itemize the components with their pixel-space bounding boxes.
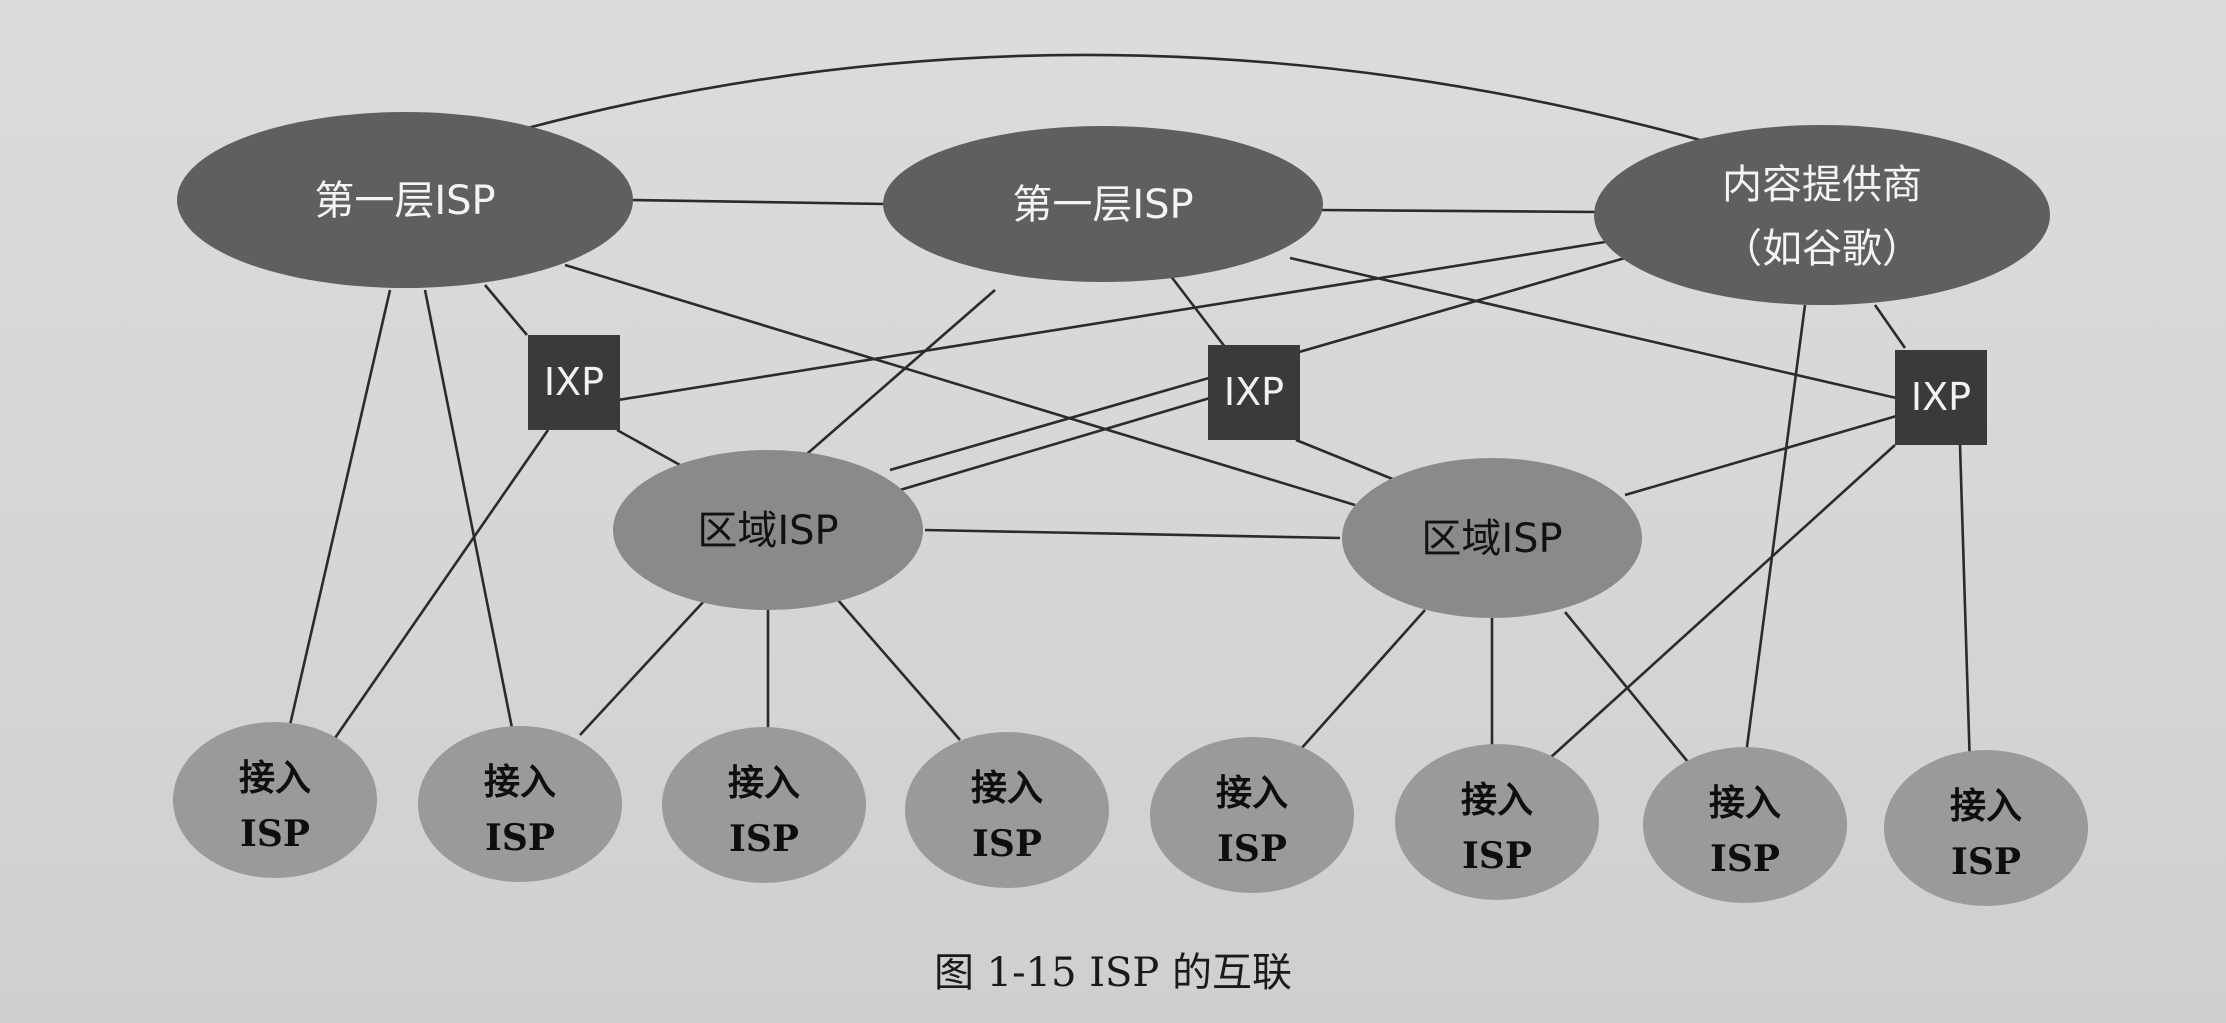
access-isp-3-line2: ISP bbox=[729, 818, 799, 860]
access-isp-6-line1: 接入 bbox=[1461, 779, 1533, 821]
access-isp-8: 接入 ISP bbox=[1884, 750, 2088, 906]
link-tier1-left-regional-right bbox=[564, 263, 1356, 507]
link-regional-left-access-4 bbox=[837, 599, 961, 741]
access-isp-4-line1: 接入 bbox=[971, 767, 1043, 809]
link-content-access-7 bbox=[1743, 304, 1807, 763]
link-tier1-left-tier1-center bbox=[629, 198, 886, 206]
ixp-1-label: IXP bbox=[544, 360, 604, 404]
content-provider: 内容提供商 （如谷歌） bbox=[1594, 125, 2050, 305]
links bbox=[288, 53, 1972, 769]
ixp-3-label: IXP bbox=[1911, 375, 1971, 419]
tier1-isp-center-label: 第一层ISP bbox=[1012, 182, 1193, 228]
ixp-2-label: IXP bbox=[1224, 370, 1284, 414]
link-tier1-left-ixp1 bbox=[484, 284, 528, 336]
access-isp-7-line1: 接入 bbox=[1709, 782, 1781, 824]
link-ixp3-regional-right bbox=[1624, 413, 1901, 497]
tier1-isp-center: 第一层ISP bbox=[883, 126, 1323, 282]
regional-isp-left-label: 区域ISP bbox=[697, 508, 838, 554]
access-isp-5-line2: ISP bbox=[1217, 828, 1287, 870]
link-tier1-center-ixp3 bbox=[1289, 256, 1906, 402]
link-ixp2-regional-left bbox=[899, 396, 1211, 492]
tier1-isp-left: 第一层ISP bbox=[177, 112, 633, 288]
access-isp-1: 接入 ISP bbox=[173, 722, 377, 878]
ixp-3: IXP bbox=[1895, 350, 1987, 445]
link-regional-left-access-2 bbox=[579, 599, 706, 736]
access-isp-3: 接入 ISP bbox=[662, 727, 866, 883]
link-regional-right-access-5 bbox=[1299, 609, 1426, 751]
access-isp-1-line2: ISP bbox=[240, 813, 310, 855]
ixp-2: IXP bbox=[1208, 345, 1300, 440]
access-isp-5-line1: 接入 bbox=[1216, 772, 1288, 814]
content-provider-label-line2: （如谷歌） bbox=[1722, 226, 1922, 272]
access-isp-4-line2: ISP bbox=[972, 823, 1042, 865]
link-tier1-left-content-arc bbox=[519, 53, 1701, 142]
access-isp-2: 接入 ISP bbox=[418, 726, 622, 882]
access-isp-1-line1: 接入 bbox=[239, 757, 311, 799]
access-isp-6: 接入 ISP bbox=[1395, 744, 1599, 900]
link-content-ixp3 bbox=[1873, 304, 1907, 349]
link-regional-right-access-7 bbox=[1563, 611, 1690, 763]
link-regional-left-regional-right bbox=[924, 528, 1341, 540]
link-ixp1-access-1 bbox=[333, 429, 550, 739]
access-isp-8-line1: 接入 bbox=[1950, 785, 2022, 827]
regional-isp-left: 区域ISP bbox=[613, 450, 923, 610]
link-ixp1-content bbox=[617, 240, 1606, 402]
access-isp-7-line2: ISP bbox=[1710, 838, 1780, 880]
access-isp-6-line2: ISP bbox=[1462, 835, 1532, 877]
tier1-isp-left-label: 第一层ISP bbox=[314, 178, 495, 224]
link-tier1-left-access-2 bbox=[423, 289, 514, 729]
link-ixp1-regional-left bbox=[616, 428, 681, 467]
link-ixp2-regional-right bbox=[1295, 438, 1396, 482]
link-tier1-center-regional-left bbox=[799, 289, 996, 461]
regional-isp-right-label: 区域ISP bbox=[1421, 516, 1562, 562]
link-tier1-center-content bbox=[1319, 208, 1599, 214]
access-isp-4: 接入 ISP bbox=[905, 732, 1109, 888]
link-tier1-left-access-1 bbox=[288, 289, 392, 726]
access-isp-2-line1: 接入 bbox=[484, 761, 556, 803]
link-ixp3-access-6 bbox=[1549, 444, 1896, 759]
access-isp-3-line1: 接入 bbox=[728, 762, 800, 804]
access-isp-2-line2: ISP bbox=[485, 817, 555, 859]
ixp-1: IXP bbox=[528, 335, 620, 430]
regional-isp-right: 区域ISP bbox=[1342, 458, 1642, 618]
figure-caption: 图 1-15 ISP 的互联 bbox=[933, 950, 1293, 996]
access-isp-8-line2: ISP bbox=[1951, 841, 2021, 883]
link-ixp3-access-8 bbox=[1958, 444, 1972, 769]
link-tier1-center-ixp2 bbox=[1168, 274, 1227, 348]
access-isp-7: 接入 ISP bbox=[1643, 747, 1847, 903]
content-provider-label-line1: 内容提供商 bbox=[1722, 162, 1922, 208]
access-isp-5: 接入 ISP bbox=[1150, 737, 1354, 893]
